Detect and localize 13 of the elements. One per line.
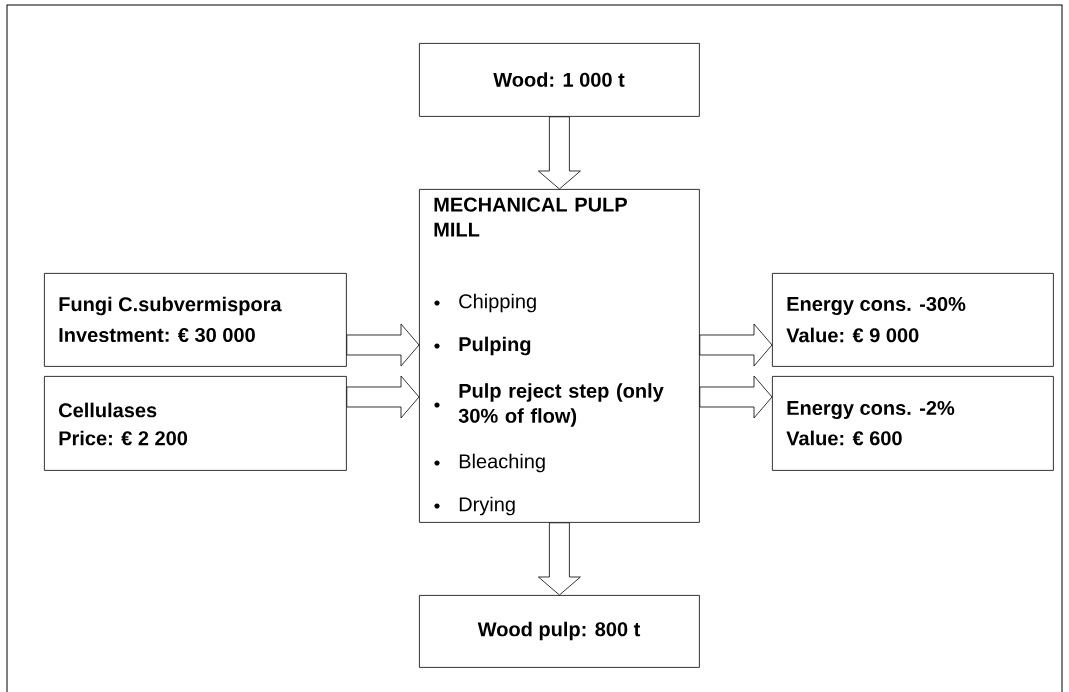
process-box: Energy cons. -2% Value: € 600 — [772, 376, 1054, 471]
process-box: MECHANICAL PULP MILL Chipping Pulping Pulp reject step (only 30% of flow) Bleaching Drying — [419, 189, 700, 523]
process-box: Cellulases Price: € 2 200 — [44, 376, 347, 471]
process-box: Wood: 1 000 t — [419, 43, 700, 117]
process-box: Energy cons. -30% Value: € 9 000 — [772, 273, 1054, 367]
block-arrow — [538, 116, 581, 190]
block-arrow — [346, 323, 420, 367]
block-arrow — [699, 323, 773, 367]
process-box: Fungi C.subvermispora Investment: € 30 000 — [44, 273, 347, 367]
process-box: Wood pulp: 800 t — [419, 595, 700, 668]
block-arrow — [699, 375, 773, 419]
block-arrow — [538, 522, 581, 596]
block-arrow — [346, 375, 420, 419]
